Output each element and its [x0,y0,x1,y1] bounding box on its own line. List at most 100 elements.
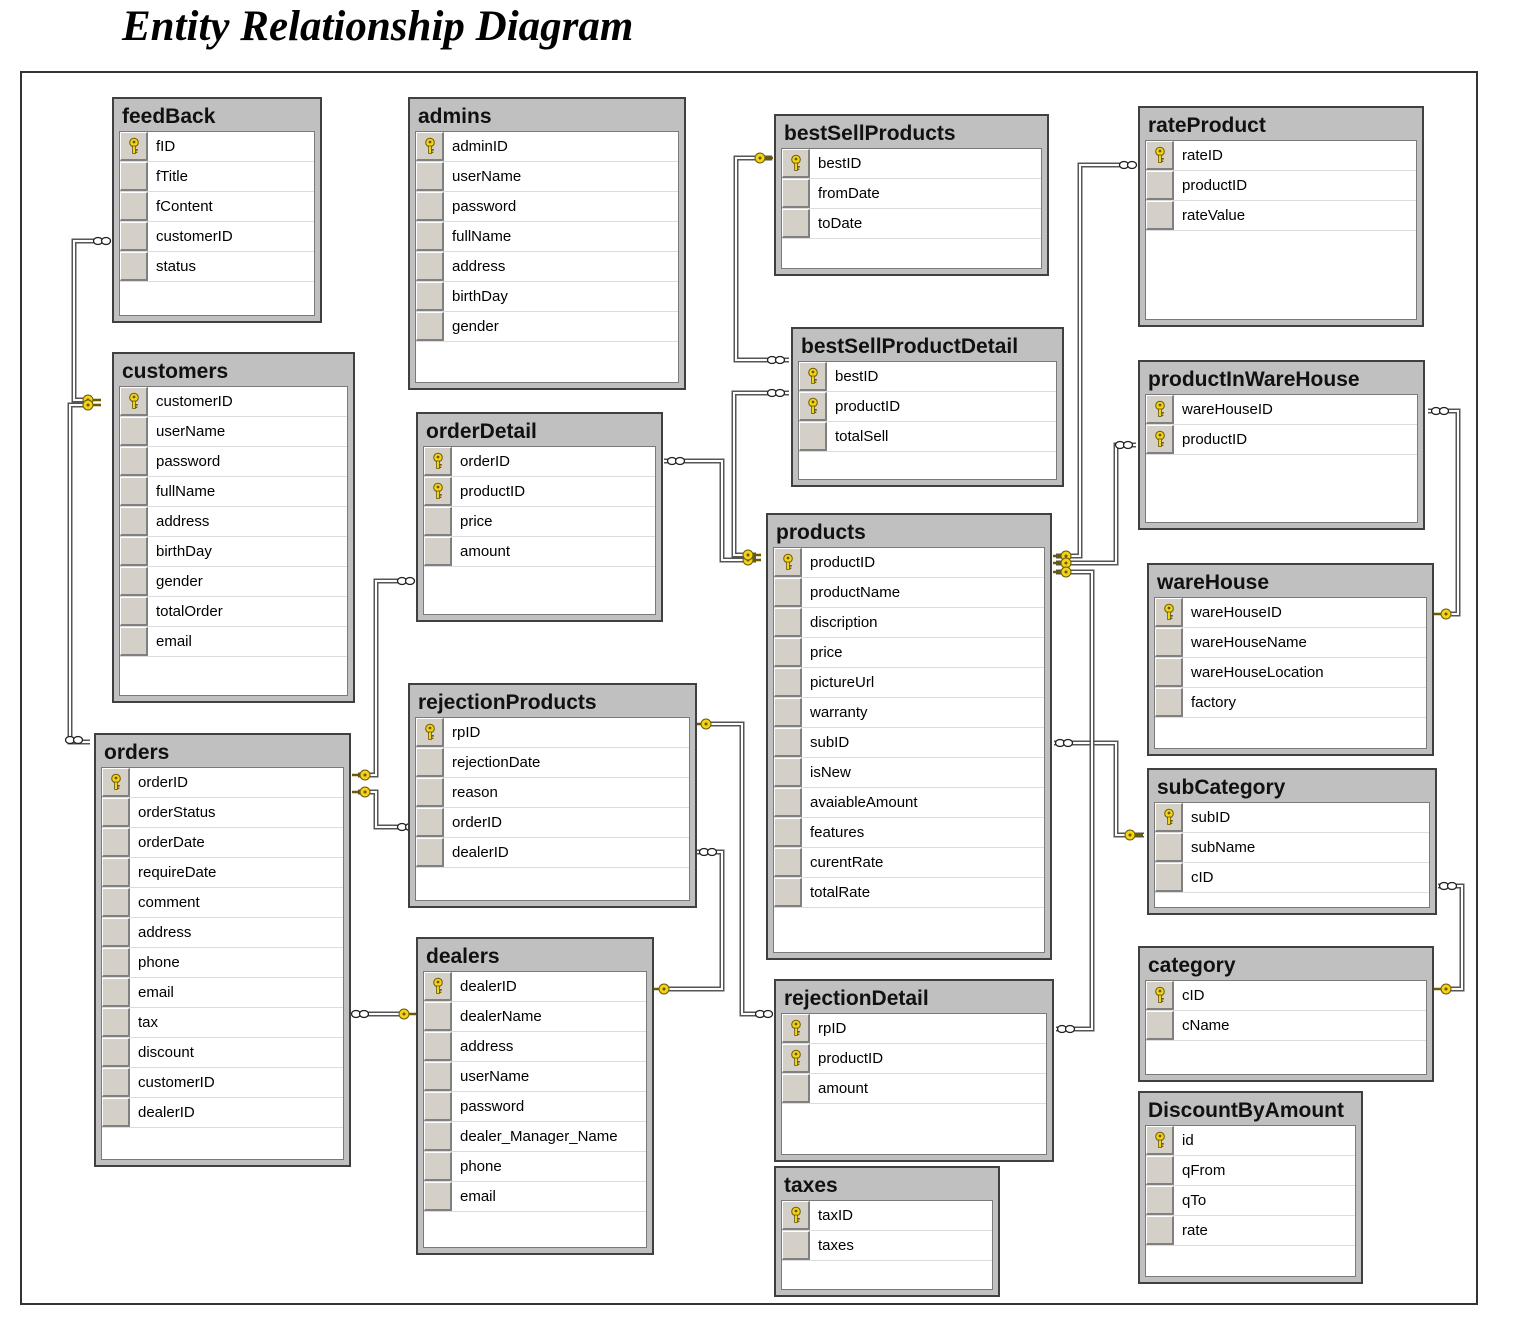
row-selector[interactable] [416,222,444,251]
column-row[interactable]: totalRate [774,878,1044,908]
row-selector[interactable] [424,1002,452,1031]
row-selector[interactable] [120,477,148,506]
column-row[interactable]: address [120,507,347,537]
row-selector[interactable] [120,447,148,476]
column-row[interactable]: price [774,638,1044,668]
column-row[interactable]: orderDate [102,828,343,858]
column-row[interactable]: password [120,447,347,477]
column-row[interactable]: tax [102,1008,343,1038]
column-row[interactable]: orderStatus [102,798,343,828]
row-selector[interactable] [424,1092,452,1121]
column-row[interactable]: fTitle [120,162,314,192]
row-selector[interactable] [102,918,130,947]
row-selector[interactable] [774,878,802,907]
row-selector[interactable] [1146,1156,1174,1185]
key-icon[interactable] [1155,803,1183,832]
column-row[interactable]: fContent [120,192,314,222]
row-selector[interactable] [120,507,148,536]
row-selector[interactable] [120,597,148,626]
row-selector[interactable] [424,507,452,536]
column-row[interactable]: price [424,507,655,537]
column-row[interactable]: rejectionDate [416,748,689,778]
column-row[interactable]: taxes [782,1231,992,1261]
row-selector[interactable] [774,758,802,787]
row-selector[interactable] [774,698,802,727]
column-row[interactable]: password [424,1092,646,1122]
row-selector[interactable] [120,567,148,596]
row-selector[interactable] [102,798,130,827]
column-row[interactable]: adminID [416,132,678,162]
row-selector[interactable] [1146,201,1174,230]
column-row[interactable]: bestID [782,149,1041,179]
column-row[interactable]: amount [424,537,655,567]
key-icon[interactable] [799,362,827,391]
column-row[interactable]: birthDay [416,282,678,312]
key-icon[interactable] [1146,395,1174,424]
key-icon[interactable] [416,718,444,747]
column-row[interactable]: factory [1155,688,1426,718]
key-icon[interactable] [1146,425,1174,454]
row-selector[interactable] [774,608,802,637]
row-selector[interactable] [102,1008,130,1037]
key-icon[interactable] [782,1014,810,1043]
row-selector[interactable] [424,1152,452,1181]
column-row[interactable]: cID [1155,863,1429,893]
row-selector[interactable] [416,282,444,311]
column-row[interactable]: userName [416,162,678,192]
column-row[interactable]: id [1146,1126,1355,1156]
row-selector[interactable] [102,828,130,857]
column-row[interactable]: productID [424,477,655,507]
column-row[interactable]: email [424,1182,646,1212]
key-icon[interactable] [799,392,827,421]
row-selector[interactable] [102,888,130,917]
row-selector[interactable] [120,192,148,221]
column-row[interactable]: productID [782,1044,1046,1074]
column-row[interactable]: dealer_Manager_Name [424,1122,646,1152]
column-row[interactable]: email [120,627,347,657]
row-selector[interactable] [1155,628,1183,657]
row-selector[interactable] [102,1068,130,1097]
row-selector[interactable] [1155,658,1183,687]
column-row[interactable]: dealerID [424,972,646,1002]
row-selector[interactable] [1146,1011,1174,1040]
column-row[interactable]: userName [424,1062,646,1092]
row-selector[interactable] [1155,833,1183,862]
column-row[interactable]: orderID [102,768,343,798]
column-row[interactable]: productID [1146,171,1416,201]
column-row[interactable]: productName [774,578,1044,608]
column-row[interactable]: reason [416,778,689,808]
column-row[interactable]: subID [1155,803,1429,833]
column-row[interactable]: gender [120,567,347,597]
key-icon[interactable] [774,548,802,577]
row-selector[interactable] [120,417,148,446]
column-row[interactable]: rpID [782,1014,1046,1044]
row-selector[interactable] [102,1098,130,1127]
column-row[interactable]: orderID [424,447,655,477]
row-selector[interactable] [774,638,802,667]
row-selector[interactable] [1155,863,1183,892]
column-row[interactable]: birthDay [120,537,347,567]
row-selector[interactable] [424,537,452,566]
column-row[interactable]: features [774,818,1044,848]
column-row[interactable]: dealerName [424,1002,646,1032]
column-row[interactable]: taxID [782,1201,992,1231]
key-icon[interactable] [782,1044,810,1073]
column-row[interactable]: customerID [120,387,347,417]
column-row[interactable]: orderID [416,808,689,838]
column-row[interactable]: productID [774,548,1044,578]
column-row[interactable]: subID [774,728,1044,758]
key-icon[interactable] [1146,141,1174,170]
column-row[interactable]: phone [102,948,343,978]
row-selector[interactable] [416,838,444,867]
column-row[interactable]: toDate [782,209,1041,239]
row-selector[interactable] [120,537,148,566]
